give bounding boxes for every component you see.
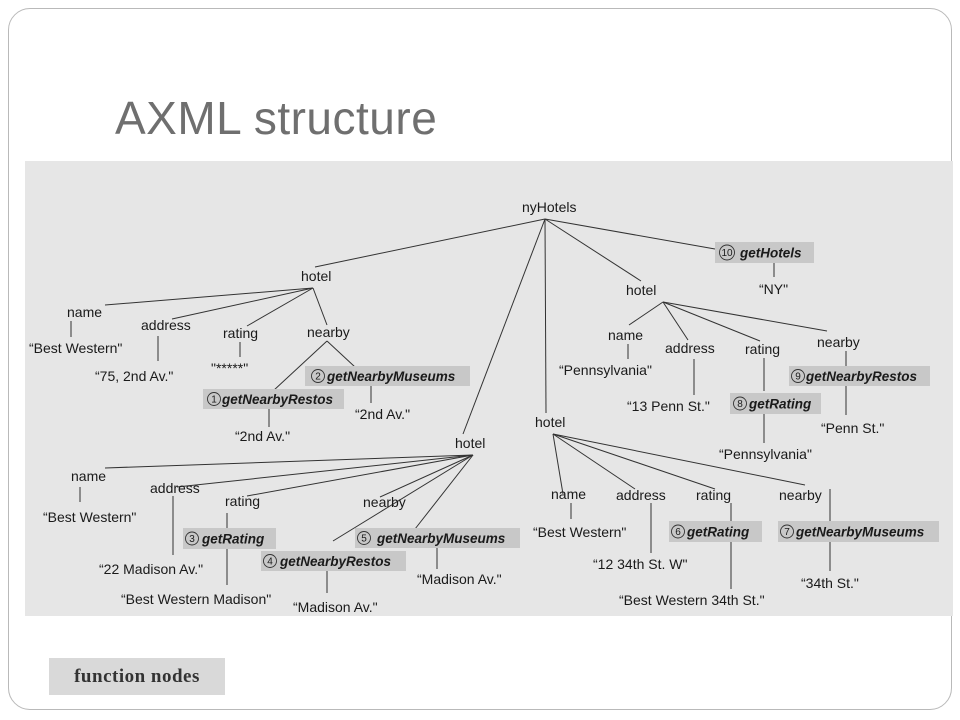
function-node-4-number: 4 <box>267 557 273 568</box>
hotel1-resto-value: “2nd Av." <box>235 428 290 444</box>
hotel3-address: address <box>616 487 666 503</box>
hotel1-address: address <box>141 317 191 333</box>
slide: AXML structure <box>8 8 953 710</box>
function-node-7-label: getNearbyMuseums <box>795 525 925 540</box>
hotel1-museum-value: “2nd Av." <box>355 406 410 422</box>
function-node-2-number: 2 <box>315 372 321 383</box>
hotel-node-2: hotel <box>455 435 485 451</box>
tree-edges <box>70 218 847 593</box>
hotel3-name: name <box>551 486 586 502</box>
hotel1-rating-value: "*****" <box>211 360 248 376</box>
hotel1-rating: rating <box>223 325 258 341</box>
hotel3-address-value: “12 34th St. W" <box>593 556 687 572</box>
function-node-4: 4 getNearbyRestos <box>261 551 406 571</box>
hotel3-name-value: “Best Western" <box>533 524 626 540</box>
hotel2-name-value: “Best Western" <box>43 509 136 525</box>
hotel4-name-value: “Pennsylvania" <box>559 362 652 378</box>
function-node-7-number: 7 <box>784 527 790 538</box>
hotel1-name: name <box>67 304 102 320</box>
hotel1-address-value: “75, 2nd Av." <box>95 368 173 384</box>
hotel1-name-value: “Best Western" <box>29 340 122 356</box>
function-node-9-label: getNearbyRestos <box>805 369 918 384</box>
gethotels-value: “NY" <box>759 281 788 297</box>
hotel3-rating-value: “Best Western 34th St." <box>619 592 765 608</box>
function-node-3-number: 3 <box>189 534 195 545</box>
hotel2-museum-value: “Madison Av." <box>417 571 502 587</box>
function-node-5-label: getNearbyMuseums <box>376 531 506 546</box>
hotel2-address-value: “22 Madison Av." <box>99 561 203 577</box>
hotel2-name: name <box>71 468 106 484</box>
function-node-1: 1 getNearbyRestos <box>203 389 344 409</box>
function-node-8: 8 getRating <box>730 393 821 414</box>
function-node-4-label: getNearbyRestos <box>279 554 392 569</box>
function-node-10: 10 getHotels <box>715 242 814 263</box>
tree-svg: 1 getNearbyRestos 2 getNearbyMuseums 3 g… <box>29 199 939 615</box>
function-node-10-number: 10 <box>721 248 733 259</box>
hotel1-nearby: nearby <box>307 324 350 340</box>
hotel2-rating: rating <box>225 493 260 509</box>
function-node-5: 5 getNearbyMuseums <box>355 528 520 548</box>
hotel2-resto-value: “Madison Av." <box>293 599 378 615</box>
hotel2-nearby: nearby <box>363 494 406 510</box>
hotel4-nearby: nearby <box>817 334 860 350</box>
function-node-9-number: 9 <box>795 372 801 383</box>
hotel4-resto-value: “Penn St." <box>821 420 884 436</box>
function-node-8-label: getRating <box>748 397 812 412</box>
function-node-7: 7 getNearbyMuseums <box>778 521 939 542</box>
function-node-8-number: 8 <box>737 399 743 410</box>
slide-title: AXML structure <box>115 92 438 144</box>
hotel2-address: address <box>150 480 200 496</box>
hotel2-rating-value: “Best Western Madison" <box>121 591 271 607</box>
function-node-9: 9 getNearbyRestos <box>789 366 930 386</box>
hotel4-rating-value: “Pennsylvania" <box>719 446 812 462</box>
function-node-3: 3 getRating <box>183 528 276 549</box>
function-node-2-label: getNearbyMuseums <box>326 369 456 384</box>
hotel4-rating: rating <box>745 341 780 357</box>
function-node-3-label: getRating <box>201 532 265 547</box>
hotel4-address: address <box>665 340 715 356</box>
function-nodes-legend: function nodes <box>49 658 225 695</box>
root-node: nyHotels <box>522 199 576 215</box>
hotel3-rating: rating <box>696 487 731 503</box>
function-node-10-label: getHotels <box>739 246 802 261</box>
hotel-node-4: hotel <box>626 282 656 298</box>
tree-labels: nyHotels “NY" hotel name “Best Western" … <box>29 199 884 615</box>
function-node-2: 2 getNearbyMuseums <box>305 366 470 386</box>
hotel4-name: name <box>608 327 643 343</box>
hotel4-address-value: “13 Penn St." <box>627 398 710 414</box>
hotel3-nearby: nearby <box>779 487 822 503</box>
function-node-1-label: getNearbyRestos <box>221 392 334 407</box>
hotel-node-1: hotel <box>301 268 331 284</box>
function-node-6: 6 getRating <box>669 521 762 542</box>
function-node-6-number: 6 <box>675 527 681 538</box>
axml-tree-diagram: 1 getNearbyRestos 2 getNearbyMuseums 3 g… <box>25 161 953 616</box>
function-node-1-number: 1 <box>211 395 217 406</box>
function-node-5-number: 5 <box>361 534 367 545</box>
hotel3-museum-value: “34th St." <box>801 575 859 591</box>
function-node-6-label: getRating <box>686 525 750 540</box>
hotel-node-3: hotel <box>535 414 565 430</box>
